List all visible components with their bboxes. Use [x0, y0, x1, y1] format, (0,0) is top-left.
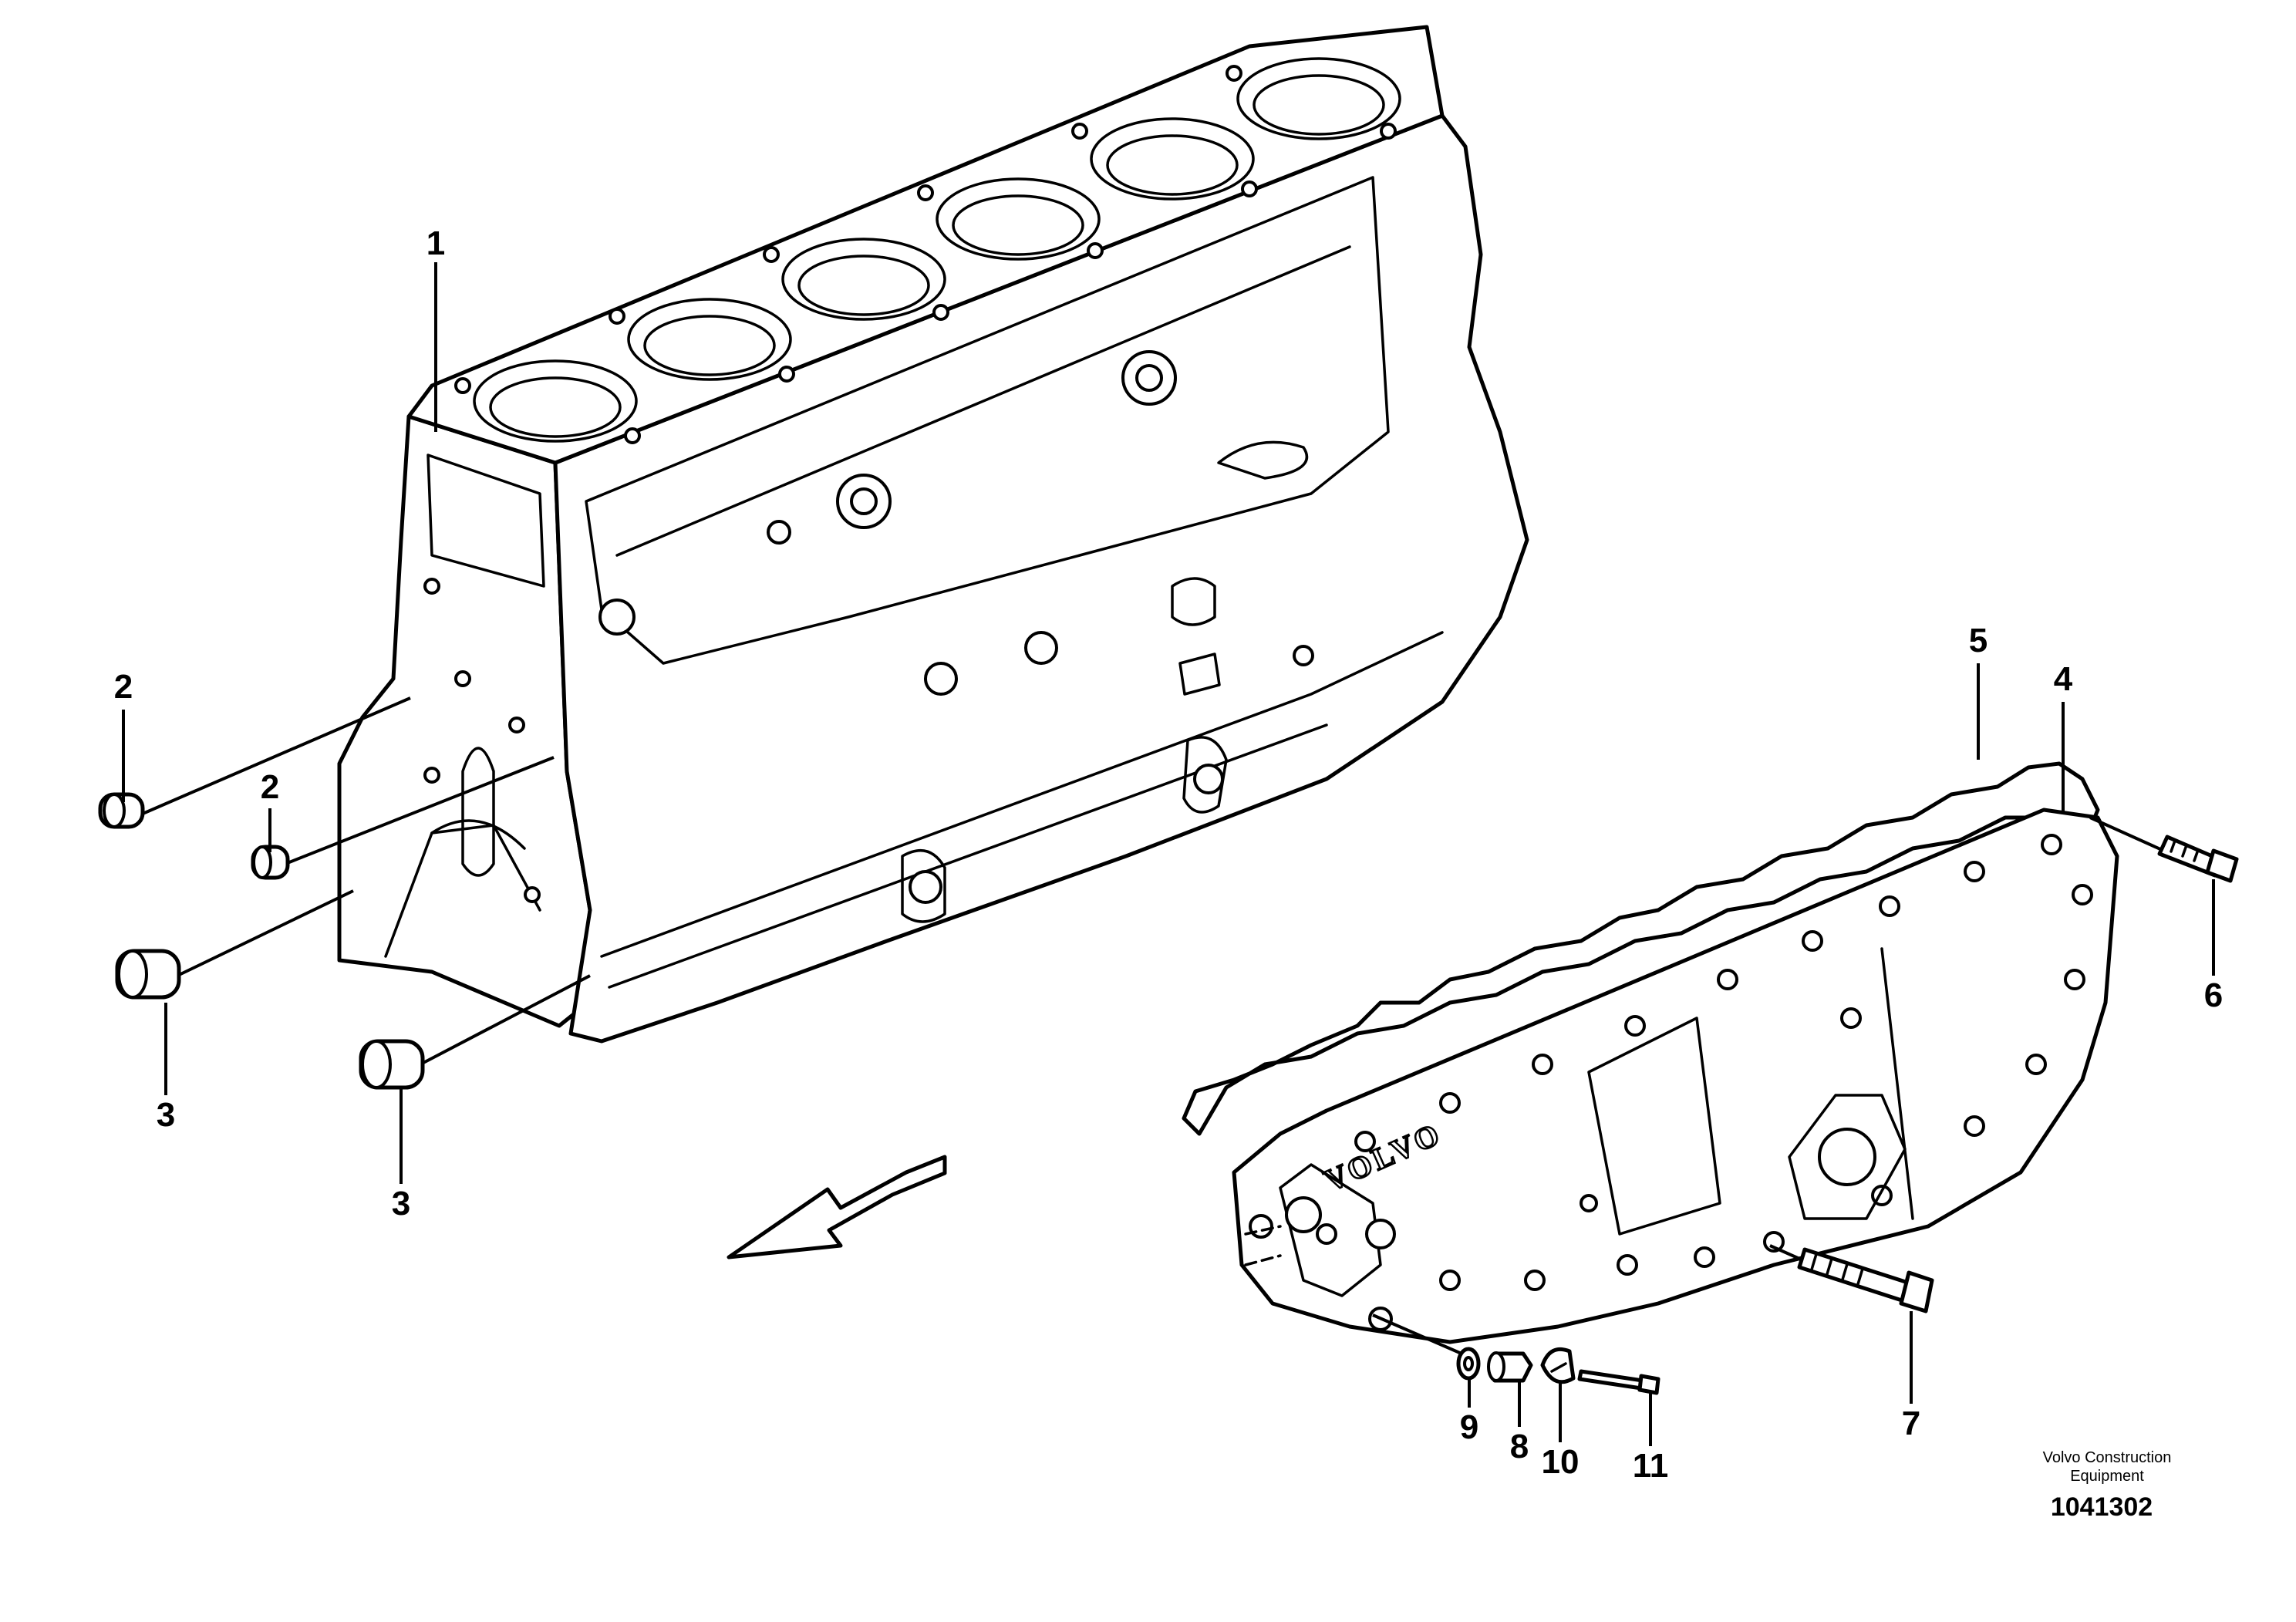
bolt-6 — [2089, 816, 2239, 883]
clip-10 — [1540, 1347, 1576, 1384]
dowel-pin-3a — [115, 889, 354, 1000]
document-number: 1041302 — [2050, 1492, 2153, 1522]
callout-9: 9 — [1460, 1408, 1478, 1446]
callout-3b: 3 — [392, 1185, 410, 1222]
callout-2a: 2 — [114, 668, 133, 706]
credit-block: Volvo Construction Equipment — [2007, 1448, 2207, 1485]
callout-6: 6 — [2204, 976, 2223, 1014]
callout-11: 11 — [1633, 1447, 1669, 1485]
callout-leaders — [122, 262, 2215, 1446]
cylinder-bores — [473, 57, 1401, 443]
screw-11 — [1577, 1369, 1645, 1391]
side-cover: VOLVO — [1182, 761, 2119, 1344]
cylinder-block — [337, 25, 1529, 1044]
callout-1: 1 — [426, 224, 445, 262]
callout-5: 5 — [1969, 622, 1988, 659]
callout-labels: 1 2 2 3 3 4 5 6 7 8 9 10 11 — [114, 224, 2223, 1485]
dowel-pin-3b — [359, 974, 591, 1090]
callout-8: 8 — [1510, 1428, 1529, 1465]
credit-line-1: Volvo Construction — [2042, 1449, 2172, 1466]
callout-7: 7 — [1902, 1404, 1920, 1442]
dowel-pin-2a — [98, 696, 411, 829]
credit-line-2: Equipment — [2070, 1468, 2144, 1485]
drain-plug-assembly — [1372, 1313, 1660, 1395]
deck-bolt-holes — [454, 65, 1397, 444]
front-direction-arrow — [727, 1155, 947, 1259]
bolt-7 — [1769, 1244, 1934, 1313]
callout-10: 10 — [1542, 1443, 1580, 1481]
callout-2b: 2 — [261, 768, 279, 806]
callout-4: 4 — [2054, 660, 2073, 698]
dowel-pin-2b — [251, 756, 555, 880]
callout-3a: 3 — [157, 1096, 175, 1134]
